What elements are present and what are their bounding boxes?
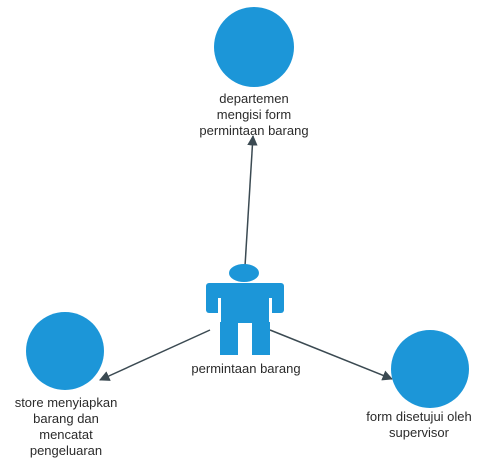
node-right-circle[interactable]: [391, 330, 469, 408]
edge-actor-to-right: [269, 329, 393, 381]
node-top-label: departemen mengisi form permintaan baran…: [184, 91, 324, 139]
node-left-circle[interactable]: [26, 312, 104, 390]
actor-arm-gaps: [218, 298, 272, 322]
label-line: store menyiapkan: [14, 395, 118, 410]
label-line: pengeluaran: [29, 443, 103, 458]
edge-actor-to-left: [99, 329, 211, 381]
person-actor-icon[interactable]: [206, 264, 284, 355]
label-line: form disetujui oleh: [366, 409, 472, 424]
label-line: mengisi form: [216, 107, 292, 122]
label-line: mencatat: [39, 427, 93, 442]
actor-label: permintaan barang: [180, 361, 312, 377]
label-line: supervisor: [389, 425, 449, 440]
node-right-label: form disetujui oleh supervisor: [356, 409, 482, 441]
node-left-label: store menyiapkan barang dan mencatat pen…: [3, 395, 129, 459]
label-line: permintaan barang: [199, 123, 309, 138]
edge-actor-to-top: [244, 134, 258, 267]
node-top-circle[interactable]: [214, 7, 294, 87]
label-line: barang dan: [33, 411, 99, 426]
label-line: departemen: [219, 91, 289, 106]
label-line: permintaan barang: [191, 361, 301, 376]
